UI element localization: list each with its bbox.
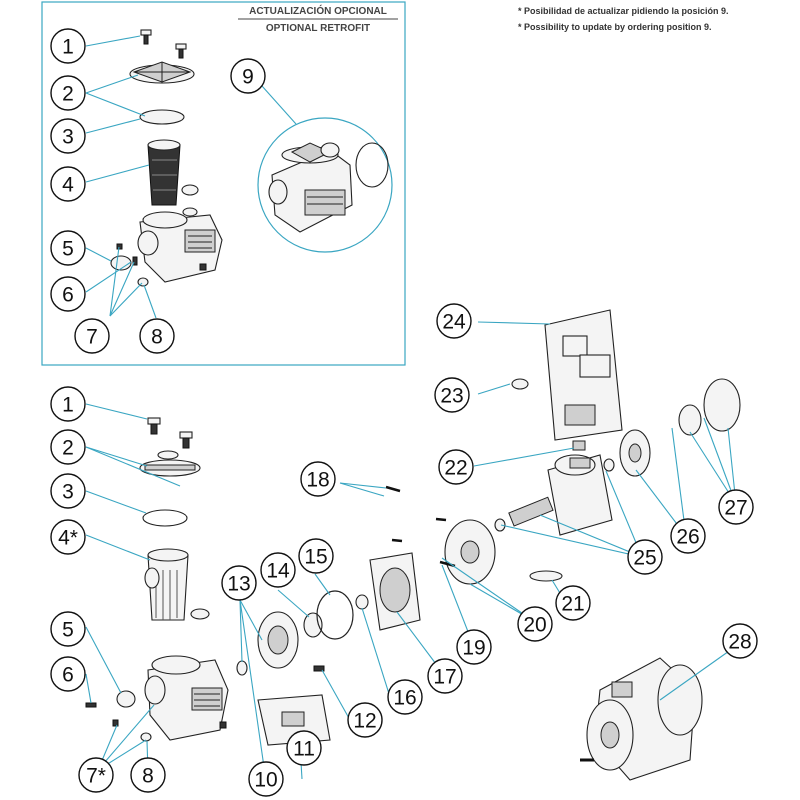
- svg-text:7: 7: [86, 326, 98, 349]
- part-basket-top: [147, 139, 199, 206]
- svg-text:3: 3: [62, 481, 74, 504]
- callout-main-16: 16: [387, 679, 423, 715]
- svg-text:6: 6: [62, 664, 74, 687]
- svg-text:26: 26: [676, 526, 699, 549]
- callout-main-12: 12: [347, 702, 383, 738]
- main-parts: [85, 309, 741, 781]
- part-oring-top: [139, 109, 185, 125]
- callouts-top: 1 2 3 4 5 6 7 8 9: [50, 28, 266, 354]
- svg-text:17: 17: [433, 666, 456, 689]
- svg-text:20: 20: [523, 614, 546, 637]
- svg-text:8: 8: [151, 326, 163, 349]
- callout-main-20: 20: [517, 606, 553, 642]
- svg-text:10: 10: [254, 769, 277, 792]
- svg-text:8: 8: [142, 765, 154, 788]
- callout-top-1: 1: [50, 28, 86, 64]
- svg-text:2: 2: [62, 83, 74, 106]
- svg-text:1: 1: [62, 36, 74, 59]
- callout-main-27: 27: [718, 489, 754, 525]
- retrofit-parts: [110, 29, 223, 287]
- svg-text:18: 18: [306, 469, 329, 492]
- svg-text:12: 12: [353, 710, 376, 733]
- svg-text:22: 22: [444, 457, 467, 480]
- svg-text:7*: 7*: [86, 765, 106, 788]
- part-ring-top: [110, 255, 132, 271]
- callout-main-10: 10: [248, 761, 284, 797]
- callout-main-11: 11: [286, 730, 322, 766]
- callout-main-22: 22: [438, 449, 474, 485]
- svg-text:9: 9: [242, 66, 254, 89]
- svg-text:16: 16: [393, 687, 416, 710]
- svg-text:19: 19: [462, 637, 485, 660]
- callout-top-3: 3: [50, 118, 86, 154]
- callout-main-18: 18: [300, 461, 336, 497]
- callout-main-1: 1: [50, 386, 86, 422]
- callout-main-15: 15: [298, 538, 334, 574]
- svg-text:6: 6: [62, 284, 74, 307]
- callout-main-26: 26: [670, 518, 706, 554]
- callouts-main: 1 2 3 4* 5 6 7* 8 10 11 12 13 14 15 16 1…: [50, 303, 758, 797]
- svg-text:2: 2: [62, 437, 74, 460]
- retrofit-box: [41, 1, 406, 366]
- svg-text:13: 13: [227, 573, 250, 596]
- svg-text:5: 5: [62, 238, 74, 261]
- callout-top-9: 9: [230, 58, 266, 94]
- callout-top-5: 5: [50, 230, 86, 266]
- callout-top-6: 6: [50, 276, 86, 312]
- callout-main-13: 13: [221, 565, 257, 601]
- callout-main-4: 4*: [50, 519, 86, 555]
- svg-text:23: 23: [440, 385, 463, 408]
- callout-main-14: 14: [260, 552, 296, 588]
- retrofit-title-es: ACTUALIZACIÓN OPCIONAL: [249, 4, 387, 17]
- callout-main-2: 2: [50, 429, 86, 465]
- callout-top-8: 8: [139, 318, 175, 354]
- svg-text:14: 14: [266, 560, 290, 583]
- svg-text:21: 21: [561, 593, 584, 616]
- callout-main-28: 28: [722, 623, 758, 659]
- svg-text:27: 27: [724, 497, 747, 520]
- note-es: * Posibilidad de actualizar pidiendo la …: [518, 6, 729, 16]
- part-screw-top: [140, 29, 187, 59]
- part-pump-body-top: [137, 207, 223, 283]
- svg-text:3: 3: [62, 126, 74, 149]
- callout-main-6: 6: [50, 656, 86, 692]
- svg-text:5: 5: [62, 619, 74, 642]
- callout-main-24: 24: [436, 303, 472, 339]
- callout-main-23: 23: [434, 377, 470, 413]
- callout-main-7: 7*: [78, 757, 114, 793]
- callout-main-21: 21: [555, 585, 591, 621]
- callout-main-19: 19: [456, 629, 492, 665]
- callout-top-4: 4: [50, 166, 86, 202]
- callout-main-17: 17: [427, 658, 463, 694]
- svg-text:1: 1: [62, 394, 74, 417]
- callout-top-2: 2: [50, 75, 86, 111]
- callout-main-3: 3: [50, 473, 86, 509]
- part-lid-top: [129, 61, 195, 84]
- callout-main-25: 25: [627, 539, 663, 575]
- callout-main-8: 8: [130, 757, 166, 793]
- svg-text:28: 28: [728, 631, 751, 654]
- svg-text:24: 24: [442, 311, 466, 334]
- callout-top-7: 7: [74, 318, 110, 354]
- svg-text:15: 15: [304, 546, 327, 569]
- callout-main-5: 5: [50, 611, 86, 647]
- svg-text:11: 11: [293, 738, 315, 761]
- note-en: * Possibility to update by ordering posi…: [518, 22, 712, 32]
- svg-text:25: 25: [633, 547, 656, 570]
- svg-text:4*: 4*: [58, 527, 78, 550]
- retrofit-title-en: OPTIONAL RETROFIT: [266, 23, 370, 34]
- svg-text:4: 4: [62, 174, 74, 197]
- retrofit-kit-illustration: [257, 117, 393, 253]
